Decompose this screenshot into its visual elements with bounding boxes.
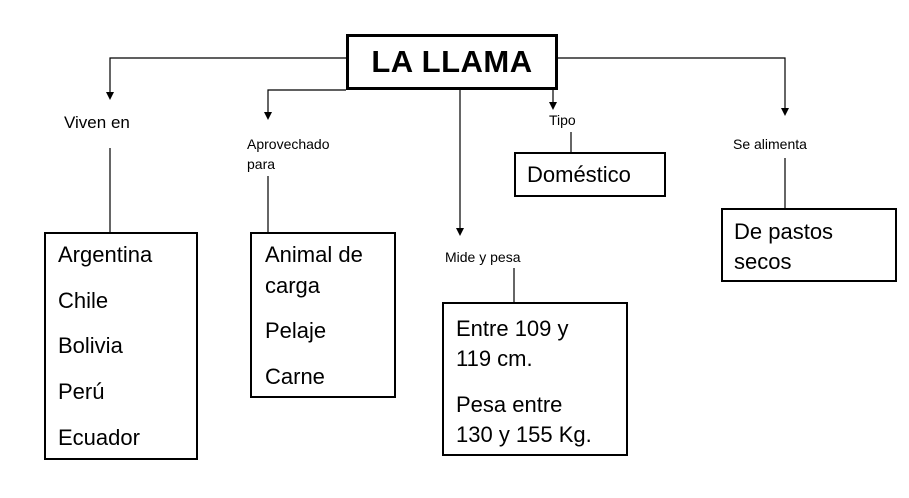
box-tipo: Doméstico [514, 152, 666, 197]
connector-aprovechado [264, 89, 346, 120]
box-aprovechado: Animal de carga Pelaje Carne [250, 232, 396, 398]
list-item: Pelaje [265, 318, 327, 343]
label-aprovechado-line2: para [247, 156, 276, 172]
connector-se-alimenta [558, 57, 789, 116]
box-mide-pesa: Entre 109 y 119 cm. Pesa entre 130 y 155… [442, 302, 628, 456]
diagram-title: LA LLAMA [371, 44, 533, 79]
list-item: Animal de [265, 242, 363, 267]
list-item: Bolivia [58, 333, 123, 358]
label-se-alimenta: Se alimenta [733, 136, 807, 152]
list-item: 119 cm. [456, 346, 533, 371]
list-item: De pastos [734, 219, 834, 244]
title-box: LA LLAMA [346, 34, 558, 90]
list-item: Doméstico [527, 162, 631, 187]
label-viven-en: Viven en [64, 113, 130, 132]
list-item: Chile [58, 288, 109, 313]
list-item: Perú [58, 379, 105, 404]
list-item: Argentina [58, 242, 153, 267]
label-tipo: Tipo [549, 112, 576, 128]
list-item: 130 y 155 Kg. [456, 422, 592, 447]
connector-viven-en [106, 57, 346, 100]
list-item: Carne [265, 364, 325, 389]
list-item: Ecuador [58, 425, 140, 450]
box-se-alimenta: De pastos secos [721, 208, 897, 282]
label-mide-pesa: Mide y pesa [445, 249, 521, 265]
list-item: Entre 109 y [456, 316, 569, 341]
list-item: carga [265, 273, 321, 298]
label-aprovechado-line1: Aprovechado [247, 136, 330, 152]
list-item: Pesa entre [456, 392, 563, 417]
box-viven-en: Argentina Chile Bolivia Perú Ecuador [44, 232, 198, 460]
list-item: secos [734, 249, 792, 274]
